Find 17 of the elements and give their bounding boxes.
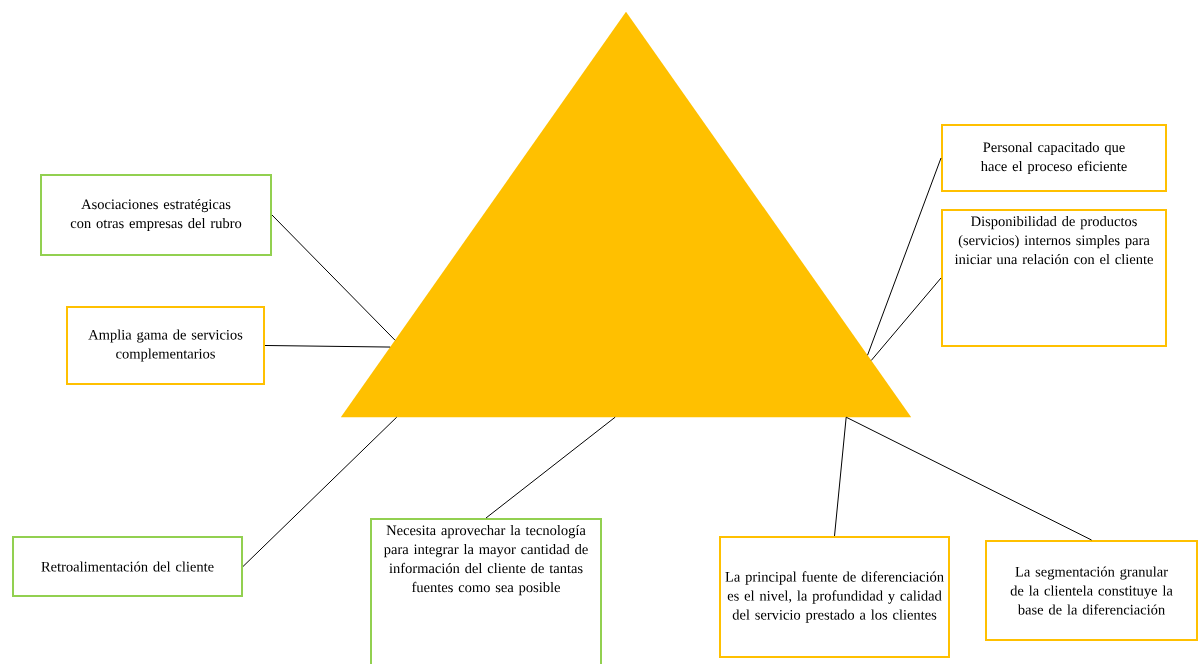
text-box: La principal fuente de diferenciación es el nivel, la profundidad y calidad del servicio prestado a los clientes [719,536,950,658]
triangle [340,11,912,418]
text-box: Necesita aprovechar la tecnología para integrar la mayor cantidad de información del cliente de tantas fuentes como sea posible [370,518,602,664]
connector-line [485,416,616,519]
text-box: Personal capacitado que hace el proceso eficiente [941,124,1167,192]
connector-line [870,277,942,361]
text-box: Amplia gama de servicios complementarios [66,306,265,385]
text-box: Disponibilidad de productos (servicios) internos simples para iniciar una relación con el cliente [941,209,1167,347]
text-box: La segmentación granular de la clientela constituye la base de la diferenciación [985,540,1198,641]
connector-line [845,416,1092,541]
connector-line [242,416,398,567]
connector-line [264,345,391,348]
text-box: Asociaciones estratégicas con otras empresas del rubro [40,174,272,256]
text-box: Retroalimentación del cliente [12,536,243,597]
connector-line [834,416,847,537]
connector-line [867,157,942,356]
connector-line [271,214,396,341]
